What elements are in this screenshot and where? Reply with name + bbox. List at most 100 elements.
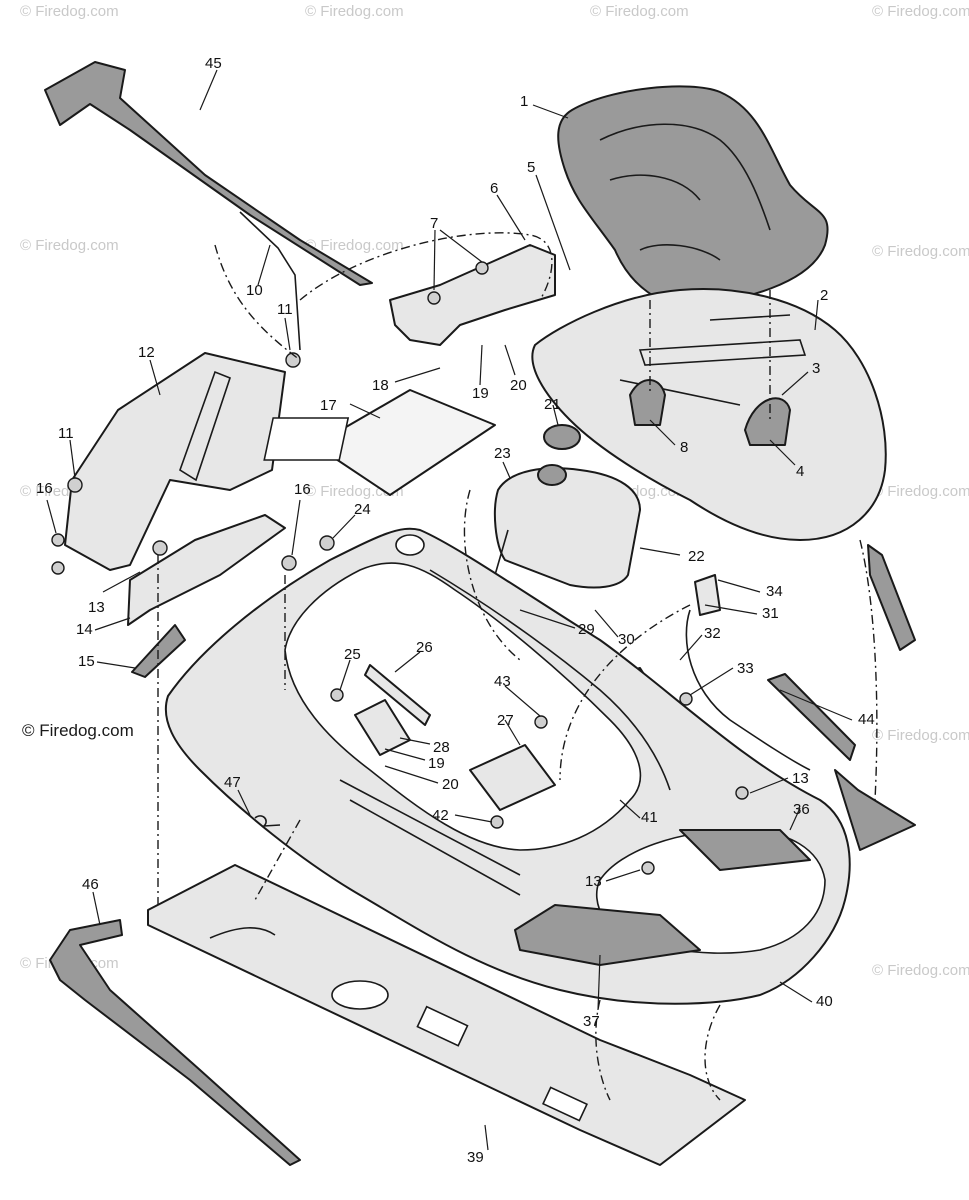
plate-window [263, 417, 350, 461]
callout-24: 24 [354, 501, 371, 518]
watermark: © Firedog.com [872, 962, 969, 979]
callout-13: 13 [88, 599, 105, 616]
callout-18: 18 [372, 377, 389, 394]
part-34-lever [694, 574, 721, 616]
deck-seat-opening [284, 562, 642, 851]
watermark: © Firedog.com [20, 3, 119, 20]
callout-16: 16 [36, 480, 53, 497]
part-44-trim [767, 673, 856, 761]
watermark: © Firedog.com [872, 3, 969, 20]
callout-10: 10 [246, 282, 263, 299]
callout-43: 43 [494, 673, 511, 690]
part-2-seat-pan [531, 288, 887, 541]
pan-window [416, 1005, 469, 1047]
part-24-nut [319, 535, 335, 551]
part-16-screw [51, 533, 65, 547]
watermark: © Firedog.com [872, 483, 969, 500]
part-46-fender-strip [49, 919, 301, 1166]
part-36-plate [679, 829, 811, 871]
callout-30: 30 [618, 631, 635, 648]
callout-37: 37 [583, 1013, 600, 1030]
callout-7: 7 [430, 215, 438, 232]
part-13-screw [735, 786, 749, 800]
callout-21: 21 [544, 396, 561, 413]
part-31-cable [685, 609, 811, 771]
part-26-bracket [364, 664, 431, 726]
watermark: © Firedog.com [20, 237, 119, 254]
callout-13: 13 [585, 873, 602, 890]
part-13-nut [152, 540, 168, 556]
callout-2: 2 [820, 287, 828, 304]
watermark: © Firedog.com [305, 237, 404, 254]
watermark: © Firedog.com [590, 3, 689, 20]
leader-lines [46, 69, 853, 1151]
part-11-nut [67, 477, 83, 493]
part-17-plate [314, 389, 496, 496]
callout-12: 12 [138, 344, 155, 361]
part-6-seat-bracket [389, 244, 556, 346]
tank-filler-neck [537, 464, 567, 486]
callout-23: 23 [494, 445, 511, 462]
pan-slot [209, 927, 276, 939]
watermark: © Firedog.com [872, 243, 969, 260]
watermark: © Firedog.com [305, 3, 404, 20]
part-44-trim [867, 544, 916, 651]
watermark-main: © Firedog.com [22, 721, 134, 740]
callout-40: 40 [816, 993, 833, 1010]
part-16-screw [51, 561, 65, 575]
assembly-lines [157, 232, 878, 1101]
part-37-plate [514, 904, 701, 966]
callout-41: 41 [641, 809, 658, 826]
assembly-line [299, 232, 553, 301]
part-22-fuel-tank [493, 467, 641, 589]
callout-20: 20 [510, 377, 527, 394]
callout-27: 27 [497, 712, 514, 729]
callout-8: 8 [680, 439, 688, 456]
callout-22: 22 [688, 548, 705, 565]
callout-4: 4 [796, 463, 804, 480]
callout-36: 36 [793, 801, 810, 818]
panel-tube [179, 370, 231, 482]
assembly-line [559, 604, 691, 781]
callout-29: 29 [578, 621, 595, 638]
part-14-bracket [127, 514, 286, 626]
callout-31: 31 [762, 605, 779, 622]
callout-47: 47 [224, 774, 241, 791]
part-45-fender-strip [44, 61, 373, 286]
callout-11: 11 [277, 301, 293, 318]
part-7-bolt [475, 261, 489, 275]
callout-19: 19 [428, 755, 445, 772]
part-21-fuel-cap [543, 424, 581, 450]
callout-3: 3 [812, 360, 820, 377]
part-4-latch [744, 397, 791, 446]
part-27-bracket [469, 744, 556, 811]
seat-contour [599, 123, 771, 261]
callout-44: 44 [858, 711, 875, 728]
assembly-line [463, 489, 521, 661]
part-43-screw [534, 715, 548, 729]
callout-11: 11 [58, 425, 74, 442]
callout-13: 13 [792, 770, 809, 787]
assembly-line [595, 999, 611, 1101]
part-42-nut [490, 815, 504, 829]
callout-42: 42 [432, 807, 449, 824]
callout-46: 46 [82, 876, 99, 893]
deck-ridge [429, 569, 671, 791]
assembly-line [254, 819, 301, 901]
callout-33: 33 [737, 660, 754, 677]
part-25-screw [330, 688, 344, 702]
callout-25: 25 [344, 646, 361, 663]
part-44-trim [834, 769, 916, 851]
part-10-rod [239, 211, 301, 351]
callout-39: 39 [467, 1149, 484, 1166]
part-7-bolt [427, 291, 441, 305]
callouts: 45 1 5 6 7 10 11 2 3 12 18 19 20 17 21 8… [36, 55, 875, 1166]
part-23-bolt [494, 529, 509, 576]
callout-19: 19 [472, 385, 489, 402]
callout-16: 16 [294, 481, 311, 498]
watermark: © Firedog.com [872, 727, 969, 744]
part-1-seat [557, 85, 829, 308]
deck-hole [395, 534, 425, 556]
part-16-nut [281, 555, 297, 571]
